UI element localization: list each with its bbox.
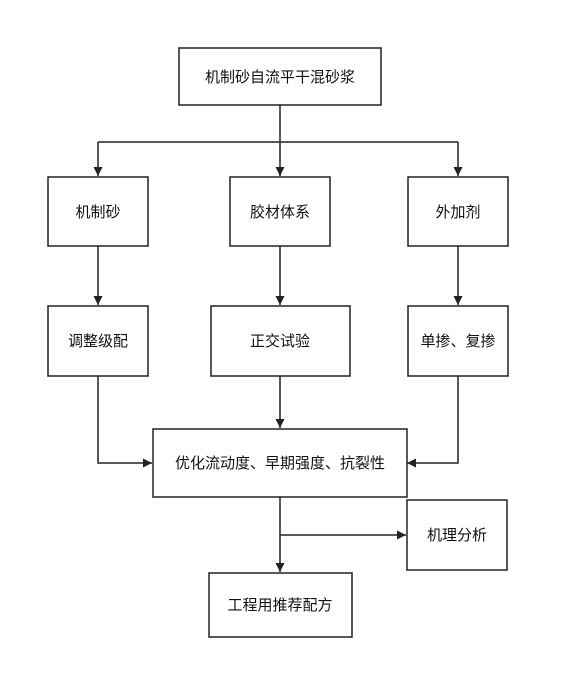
node-formula: 工程用推荐配方 [208,572,353,638]
node-orthogonal: 正交试验 [210,305,351,377]
edge-gradation-to-optimize [97,376,152,468]
node-gradation: 调整级配 [47,305,149,377]
node-formula-label: 工程用推荐配方 [227,596,332,614]
node-sand-label: 机制砂 [75,203,120,221]
node-orthogonal-label: 正交试验 [250,332,310,350]
node-mechanism: 机理分析 [406,499,508,571]
node-mechanism-label: 机理分析 [427,526,487,544]
node-dosing-label: 单掺、复掺 [420,332,495,350]
connectors [93,105,463,572]
node-sand: 机制砂 [47,176,149,247]
node-binder-label: 胶材体系 [250,203,310,221]
node-root: 机制砂自流平干混砂浆 [178,47,382,106]
node-optimize-label: 优化流动度、早期强度、抗裂性 [175,454,385,472]
node-gradation-label: 调整级配 [68,332,128,350]
node-admixture-label: 外加剂 [435,203,480,221]
edge-dosing-to-optimize [407,376,459,468]
node-optimize: 优化流动度、早期强度、抗裂性 [152,428,408,498]
node-root-label: 机制砂自流平干混砂浆 [205,68,355,86]
node-admixture: 外加剂 [407,176,509,247]
node-binder: 胶材体系 [229,176,331,247]
node-dosing: 单掺、复掺 [407,305,509,377]
